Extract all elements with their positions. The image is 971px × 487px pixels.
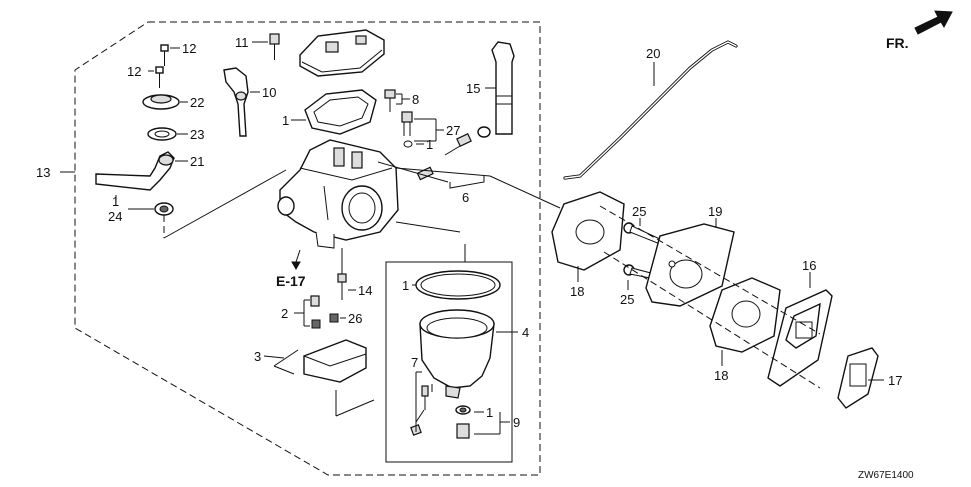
callout-18-right: 18	[714, 368, 728, 383]
callout-24: 24	[108, 209, 122, 224]
callout-22: 22	[190, 95, 204, 110]
callout-1-bowl: 1	[486, 405, 493, 420]
part-16-carb-adapter	[767, 272, 833, 387]
part-22-choke-plate	[142, 94, 188, 110]
front-arrow-icon	[914, 10, 953, 35]
callout-18-left: 18	[570, 284, 584, 299]
callout-14: 14	[358, 283, 372, 298]
callout-27: 27	[446, 123, 460, 138]
callout-15: 15	[466, 81, 480, 96]
callout-12-upper: 12	[182, 41, 196, 56]
callout-21: 21	[190, 154, 204, 169]
callout-16: 16	[802, 258, 816, 273]
e17-arrow-icon	[291, 261, 301, 271]
callout-25-upper: 25	[632, 204, 646, 219]
callout-6: 6	[462, 190, 469, 205]
part-carburetor-body	[277, 139, 399, 249]
front-arrow-label: FR.	[886, 35, 909, 51]
assembly-boundary	[74, 21, 541, 476]
callout-19: 19	[708, 204, 722, 219]
part-2-jets	[294, 295, 321, 329]
part-20-rod	[563, 40, 738, 180]
callout-26: 26	[348, 311, 362, 326]
callout-4: 4	[522, 325, 529, 340]
callout-12-lower: 12	[127, 64, 141, 79]
part-15-fuel-tube	[485, 41, 515, 135]
part-9-bolt	[455, 405, 510, 439]
part-1-o-ring	[412, 270, 501, 300]
callout-23: 23	[190, 127, 204, 142]
callout-1-lever: 1	[112, 194, 119, 209]
part-17-gasket	[837, 347, 884, 409]
float-chamber-box	[385, 261, 513, 463]
part-26-jet	[329, 313, 346, 323]
callout-1-gasket: 1	[282, 113, 289, 128]
callout-7: 7	[411, 355, 418, 370]
part-25-screw-upper	[623, 218, 663, 245]
part-6-bracket	[449, 176, 485, 189]
callout-8: 8	[412, 92, 419, 107]
part-18-gasket-b	[709, 277, 781, 366]
front-arrow: FR.	[886, 10, 953, 51]
part-21-choke-lever	[95, 151, 188, 191]
part-top-cover	[299, 29, 385, 77]
reference-label-e17: E-17	[276, 273, 306, 289]
callout-9: 9	[513, 415, 520, 430]
part-14-needle	[337, 273, 356, 300]
part-10-throttle-link	[223, 67, 260, 137]
part-7-drain-screw	[410, 371, 429, 436]
callout-10: 10	[262, 85, 276, 100]
callout-13: 13	[36, 165, 50, 180]
callout-17: 17	[888, 373, 902, 388]
part-4-float-bowl	[419, 309, 518, 399]
part-24-bushing	[128, 202, 174, 216]
callout-2: 2	[281, 306, 288, 321]
part-23-washer	[147, 127, 188, 141]
part-8-screw	[384, 89, 410, 112]
callout-1-o-ring: 1	[402, 278, 409, 293]
part-18-gasket-a	[551, 191, 625, 282]
part-1-gasket	[291, 89, 377, 135]
part-11-screw	[252, 33, 280, 60]
footer-code: ZW67E1400	[858, 470, 914, 481]
callout-25-lower: 25	[620, 292, 634, 307]
part-12-screw-upper	[160, 44, 180, 66]
part-12-screw-lower	[148, 66, 164, 88]
part-3-float	[263, 339, 367, 383]
part-27-screw	[401, 111, 444, 148]
callout-1-screw: 1	[426, 137, 433, 152]
part-19-insulator	[645, 218, 735, 307]
callout-3: 3	[254, 349, 261, 364]
callout-20: 20	[646, 46, 660, 61]
callout-11: 11	[235, 35, 249, 50]
